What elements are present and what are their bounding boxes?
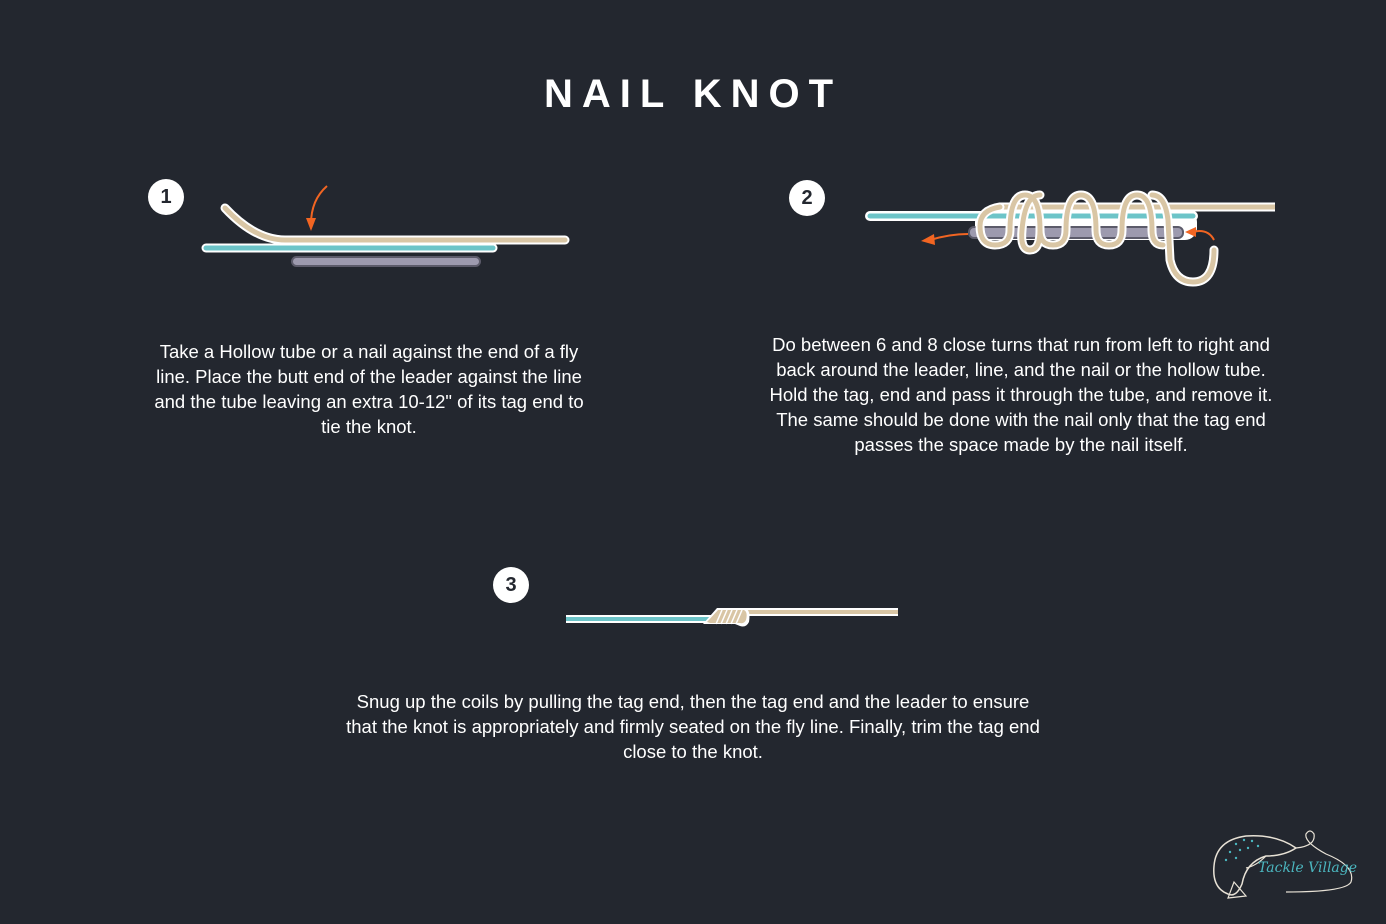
trout-fish-icon: [1213, 830, 1353, 899]
arrow-left-icon: [921, 233, 969, 245]
knot-icon: [703, 608, 750, 627]
arrow-right-icon: [1185, 227, 1215, 241]
arrow-icon: [306, 185, 328, 231]
step-2-badge: 2: [789, 180, 825, 216]
step-3-badge: 3: [493, 567, 529, 603]
step-2-caption: Do between 6 and 8 close turns that run …: [769, 334, 1273, 455]
brand-name: Tackle Village: [1258, 860, 1358, 876]
brand-logo: Tackle Village: [1206, 826, 1366, 902]
step-1-caption: Take a Hollow tube or a nail against the…: [154, 341, 584, 437]
step-3-caption: Snug up the coils by pulling the tag end…: [346, 691, 1040, 762]
step-1-badge: 1: [148, 179, 184, 215]
tube-icon: [291, 256, 481, 267]
page-title: NAIL KNOT: [543, 72, 843, 116]
